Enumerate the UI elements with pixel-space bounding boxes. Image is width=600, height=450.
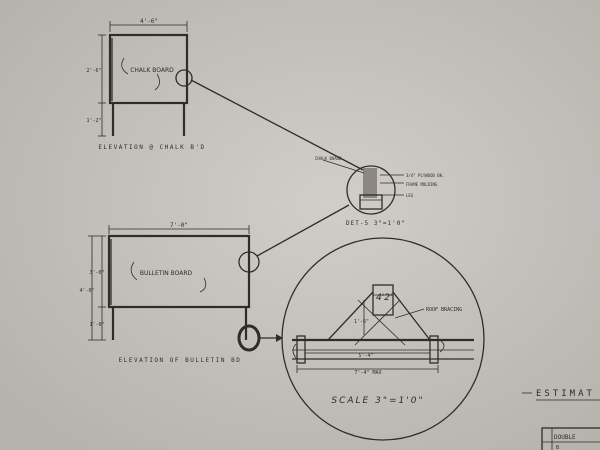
detail-large-small-dim: 1'-6" xyxy=(354,319,369,325)
bracing-leader xyxy=(394,308,425,319)
bulletin-leader-top xyxy=(256,204,350,257)
detail-large-dim-inner: 5'-4" xyxy=(358,353,373,359)
chalkboard-width-dim: 4'-6" xyxy=(140,18,158,25)
chalkboard-callout-circle xyxy=(175,69,193,87)
title-block-row-2: B xyxy=(556,445,559,450)
detail-small-note-3: LEG xyxy=(406,193,414,198)
chalkboard-panel-label: CHALK BOARD xyxy=(130,67,174,74)
detail-large-height-mark: 4'2" xyxy=(376,293,394,303)
title-block-heading: ESTIMAT xyxy=(536,389,595,399)
bulletin-callout-circle-top xyxy=(238,251,260,273)
detail-large-title: SCALE 3"=1'0" xyxy=(331,396,424,406)
detail-small-note-1: 3/4" PLYWOOD BK. xyxy=(406,173,445,178)
detail-large-bracing-label: ROOF BRACING xyxy=(426,307,462,313)
bulletin-panel-label: BULLETIN BOARD xyxy=(140,270,193,277)
chalkboard-leg-dim: 1'-2" xyxy=(86,118,101,124)
bulletin-leader-arrow xyxy=(276,334,283,342)
detail-large xyxy=(281,237,485,441)
title-block-table xyxy=(541,427,600,450)
chalkboard-elevation xyxy=(98,21,189,137)
chalkboard-title: ELEVATION @ CHALK B'D xyxy=(98,144,205,151)
detail-small xyxy=(322,159,404,215)
title-block-row-1: DOUBLE xyxy=(554,434,576,441)
chalkboard-leader xyxy=(190,79,364,171)
detail-small-leader-label: CHALK BOARD xyxy=(315,156,342,161)
detail-small-note-2: FRAME MOLDING xyxy=(406,182,438,187)
bulletin-height-dim: 3'-0" xyxy=(89,270,104,276)
detail-small-title: DET-5 3"=1'0" xyxy=(346,220,406,227)
bulletin-leg-dim: 1'-0" xyxy=(89,322,104,328)
chalkboard-height-dim: 2'-6" xyxy=(86,68,101,74)
bulletin-title: ELEVATION OF BULLETIN BD xyxy=(119,357,242,364)
bulletin-width-dim: 7'-0" xyxy=(170,222,188,229)
detail-large-dim-outer: 7'-4" MAX xyxy=(354,370,381,376)
bulletin-overall-dim: 4'-0" xyxy=(79,288,94,294)
